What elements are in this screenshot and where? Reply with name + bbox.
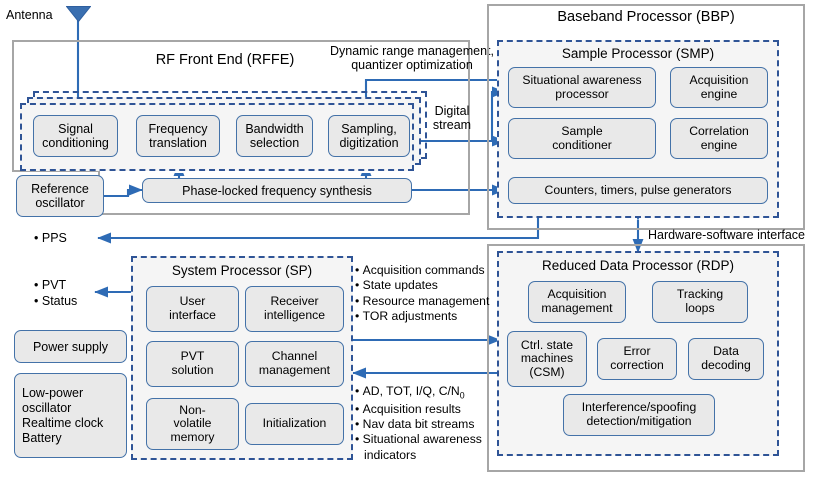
rffe-container-seam: [100, 169, 468, 173]
timing-support-block[interactable]: Low-power oscillator Realtime clock Batt…: [14, 373, 127, 458]
rdp-block-tracking-loops-label: Tracking loops: [676, 287, 724, 315]
sp-block-initialization-label: Initialization: [262, 416, 327, 431]
rffe-block-frequency-translation[interactable]: Frequency translation: [136, 115, 220, 157]
power-supply-block[interactable]: Power supply: [14, 330, 127, 363]
rdp-title: Reduced Data Processor (RDP): [541, 258, 735, 273]
output-pvt-label: PVT: [34, 278, 77, 294]
rdp-block-tracking-loops[interactable]: Tracking loops: [652, 281, 748, 323]
hardware-software-interface-label: Hardware-software interface: [648, 228, 806, 242]
timing-item-low-power-oscillator: Low-power oscillator: [22, 385, 84, 415]
sp-block-channel-management-label: Channel management: [258, 349, 331, 377]
rdp-block-interference-spoofing-label: Interference/spoofing detection/mitigati…: [581, 400, 697, 428]
sp-block-pvt-solution[interactable]: PVT solution: [146, 341, 239, 387]
rdp-block-interference-spoofing[interactable]: Interference/spoofing detection/mitigati…: [563, 394, 715, 436]
rdp-to-sp-item-3b: indicators: [364, 447, 417, 462]
sp-to-rdp-item-2: Resource management: [355, 294, 490, 309]
sp-block-pvt-solution-label: PVT solution: [171, 349, 214, 377]
phase-locked-synthesis-label: Phase-locked frequency synthesis: [182, 183, 372, 198]
sp-block-receiver-intelligence-label: Receiver intelligence: [264, 294, 325, 322]
rdp-to-sp-item-1: Acquisition results: [355, 402, 482, 417]
sp-to-rdp-item-0: Acquisition commands: [355, 263, 489, 278]
smp-block-sample-conditioner-label: Sample conditioner: [552, 123, 612, 152]
reference-oscillator-label: Reference oscillator: [31, 182, 89, 210]
sp-block-initialization[interactable]: Initialization: [245, 403, 344, 445]
rffe-block-sampling-digitization[interactable]: Sampling, digitization: [328, 115, 410, 157]
digital-stream-label: Digital stream: [432, 104, 472, 133]
smp-block-situational-awareness-processor-label: Situational awareness processor: [522, 72, 642, 101]
smp-title: Sample Processor (SMP): [561, 46, 715, 61]
output-pvt-status: PVT Status: [34, 278, 77, 310]
sp-block-nonvolatile-memory-label: Non- volatile memory: [170, 402, 215, 444]
rdp-block-error-correction-label: Error correction: [610, 344, 664, 372]
rdp-block-acquisition-management[interactable]: Acquisition management: [528, 281, 626, 323]
rffe-block-signal-conditioning[interactable]: Signal conditioning: [33, 115, 118, 157]
rffe-block-sampling-digitization-label: Sampling, digitization: [339, 122, 399, 150]
rdp-to-sp-item-3a: Situational awareness: [355, 432, 482, 447]
bbp-title: Baseband Processor (BBP): [557, 9, 735, 25]
smp-block-acquisition-engine-label: Acquisition engine: [689, 72, 749, 101]
power-supply-label: Power supply: [32, 339, 109, 354]
reference-oscillator-block[interactable]: Reference oscillator: [16, 175, 104, 217]
smp-block-correlation-engine[interactable]: Correlation engine: [670, 118, 768, 159]
smp-block-acquisition-engine[interactable]: Acquisition engine: [670, 67, 768, 108]
rdp-block-ctrl-state-machines[interactable]: Ctrl. state machines (CSM): [507, 331, 587, 387]
timing-item-battery: Battery: [22, 430, 62, 445]
smp-block-correlation-engine-label: Correlation engine: [689, 123, 749, 152]
smp-block-sample-conditioner[interactable]: Sample conditioner: [508, 118, 656, 159]
sp-block-channel-management[interactable]: Channel management: [245, 341, 344, 387]
rffe-block-signal-conditioning-label: Signal conditioning: [42, 122, 109, 150]
rffe-block-bandwidth-selection-label: Bandwidth selection: [245, 122, 304, 150]
bbp-container: [487, 4, 805, 230]
sp-title: System Processor (SP): [171, 263, 313, 278]
rdp-block-data-decoding[interactable]: Data decoding: [688, 338, 764, 380]
antenna-label: Antenna: [6, 8, 53, 22]
output-pps-label: PPS: [34, 231, 67, 247]
rdp-to-sp-interface-list: AD, TOT, I/Q, C/N0 Acquisition results N…: [355, 384, 482, 463]
smp-block-counters-timers[interactable]: Counters, timers, pulse generators: [508, 177, 768, 204]
rdp-block-data-decoding-label: Data decoding: [701, 344, 751, 372]
rdp-to-sp-item-2: Nav data bit streams: [355, 417, 482, 432]
sp-block-nonvolatile-memory[interactable]: Non- volatile memory: [146, 398, 239, 450]
sp-block-user-interface[interactable]: User interface: [146, 286, 239, 332]
antenna-icon: [65, 6, 92, 23]
sp-block-user-interface-label: User interface: [169, 294, 216, 322]
sp-to-rdp-item-3: TOR adjustments: [355, 309, 489, 324]
rdp-block-ctrl-state-machines-label: Ctrl. state machines (CSM): [520, 337, 574, 379]
sp-to-rdp-item-1: State updates: [355, 278, 489, 293]
smp-block-situational-awareness-processor[interactable]: Situational awareness processor: [508, 67, 656, 108]
sp-to-rdp-interface-list: Acquisition commands State updates Resou…: [355, 263, 490, 325]
rdp-to-sp-item-0-text: AD, TOT, I/Q, C/N0: [362, 384, 465, 401]
timing-item-realtime-clock: Realtime clock: [22, 415, 104, 430]
dynamic-range-label: Dynamic range management, quantizer opti…: [330, 44, 494, 73]
phase-locked-synthesis-block[interactable]: Phase-locked frequency synthesis: [142, 178, 412, 203]
rdp-block-error-correction[interactable]: Error correction: [597, 338, 677, 380]
rffe-block-bandwidth-selection[interactable]: Bandwidth selection: [236, 115, 313, 157]
sp-block-receiver-intelligence[interactable]: Receiver intelligence: [245, 286, 344, 332]
rdp-container: [487, 244, 805, 472]
rdp-to-sp-item-0: AD, TOT, I/Q, C/N0: [355, 384, 482, 402]
output-pps: PPS: [34, 231, 67, 247]
output-status-label: Status: [34, 294, 77, 310]
rffe-title: RF Front End (RFFE): [155, 52, 295, 68]
rffe-block-frequency-translation-label: Frequency translation: [148, 122, 208, 150]
rdp-block-acquisition-management-label: Acquisition management: [541, 287, 613, 315]
smp-block-counters-timers-label: Counters, timers, pulse generators: [544, 182, 732, 197]
